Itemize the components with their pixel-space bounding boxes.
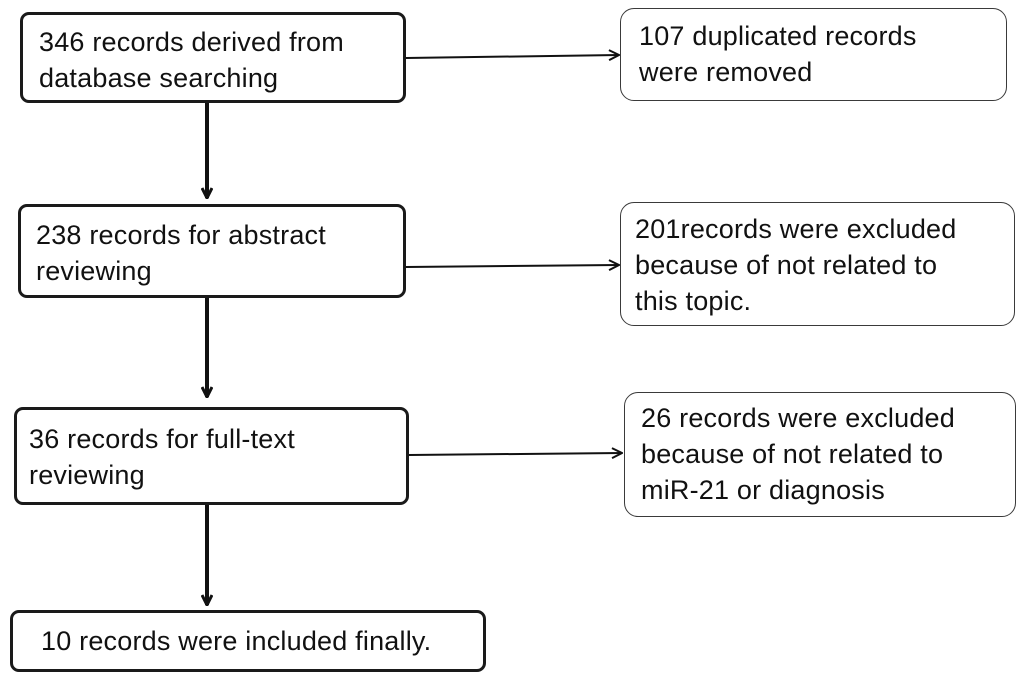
exclusion-3-text: 26 records were excluded because of not … (641, 403, 955, 505)
step-2-text: 238 records for abstract reviewing (36, 220, 326, 286)
arrow-step1-to-exclusion1 (405, 55, 619, 58)
arrow-step3-to-exclusion3 (408, 453, 622, 455)
step-2-box: 238 records for abstract reviewing (18, 204, 406, 298)
step-1-box: 346 records derived from database search… (20, 12, 406, 103)
exclusion-2-box: 201records were excluded because of not … (620, 202, 1015, 326)
step-4-text: 10 records were included finally. (41, 626, 432, 656)
exclusion-1-box: 107 duplicated records were removed (620, 8, 1007, 101)
step-4-box: 10 records were included finally. (10, 610, 486, 672)
exclusion-1-text: 107 duplicated records were removed (639, 21, 917, 87)
step-3-text: 36 records for full-text reviewing (29, 424, 295, 490)
exclusion-2-text: 201records were excluded because of not … (635, 214, 957, 316)
step-1-text: 346 records derived from database search… (39, 27, 344, 93)
step-3-box: 36 records for full-text reviewing (14, 407, 409, 505)
exclusion-3-box: 26 records were excluded because of not … (624, 392, 1016, 517)
arrow-step2-to-exclusion2 (405, 265, 619, 267)
